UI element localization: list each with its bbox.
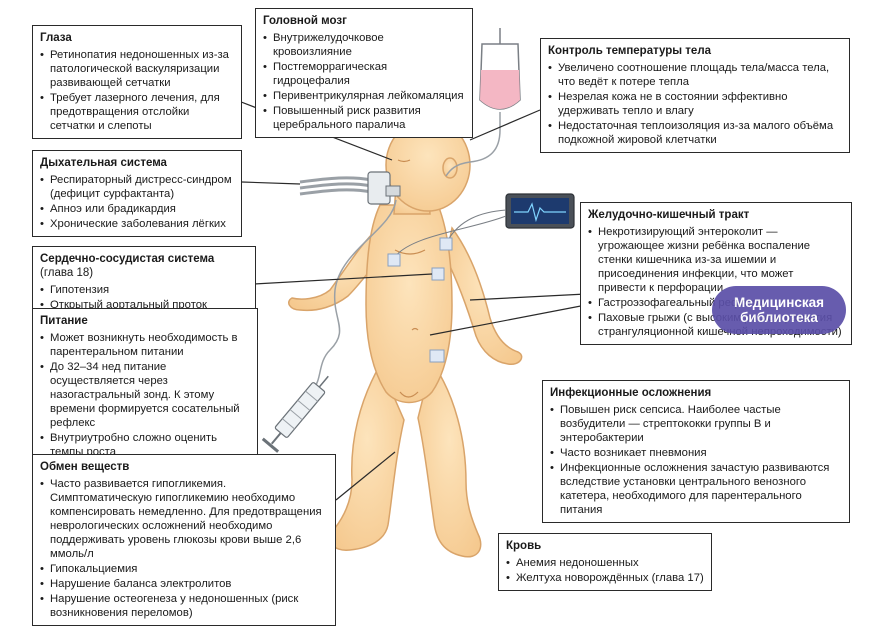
list-item: Желтуха новорождённых (глава 17): [506, 571, 704, 585]
box-respiratory-list: Респираторный дистресс-синдром (дефицит …: [40, 173, 234, 231]
box-respiratory-title: Дыхательная система: [40, 157, 167, 169]
list-item: Повышен риск сепсиса. Наиболее частые во…: [550, 403, 842, 445]
list-item: Перивентрикулярная лейкомаляция: [263, 89, 465, 103]
list-item: До 32–34 нед питание осуществляется чере…: [40, 360, 250, 430]
list-item: Часто возникает пневмония: [550, 446, 842, 460]
ventilator-mouthpiece: [385, 185, 401, 197]
baby-right-leg: [417, 360, 482, 558]
box-infection-title: Инфекционные осложнения: [550, 387, 712, 399]
box-metabolism-title: Обмен веществ: [40, 461, 130, 473]
monitor-lead-wire-2: [393, 215, 507, 259]
baby-details: [394, 159, 426, 398]
leader-temperature: [469, 109, 541, 141]
box-temperature-list: Увеличено соотношение площадь тела/масса…: [548, 61, 842, 147]
watermark-badge: Медицинская библиотека: [712, 286, 846, 334]
box-temperature-title: Контроль температуры тела: [548, 45, 712, 57]
electrode-2: [387, 253, 401, 267]
electrode-1: [439, 237, 453, 251]
iv-line: [445, 112, 501, 177]
iv-fluid: [480, 70, 520, 109]
box-eyes-list: Ретинопатия недоношенных из-за патологич…: [40, 48, 234, 133]
list-item: Недостаточная теплоизоляция из-за малого…: [548, 119, 842, 147]
list-item: Хронические заболевания лёгких: [40, 217, 234, 231]
list-item: Постгеморрагическая гидроцефалия: [263, 60, 465, 88]
electrode-4: [429, 349, 445, 363]
leader-cardio: [253, 273, 433, 285]
box-metabolism-list: Часто развивается гипогликемия. Симптома…: [40, 477, 328, 620]
electrode-3: [431, 267, 445, 281]
list-item: Увеличено соотношение площадь тела/масса…: [548, 61, 842, 89]
box-respiratory: Дыхательная система Респираторный дистре…: [32, 150, 242, 237]
box-blood-title: Кровь: [506, 540, 542, 552]
heart-monitor-screen: [511, 198, 569, 224]
box-cardio-title: Сердечно-сосудистая система (глава 18): [40, 252, 248, 280]
list-item: Некротизирующий энтероколит — угрожающее…: [588, 225, 844, 295]
list-item: Гипотензия: [40, 283, 248, 297]
baby-figure: [288, 118, 523, 558]
baby-right-arm: [445, 226, 523, 365]
feeding-tube: [313, 199, 397, 389]
box-brain-list: Внутрижелудочковое кровоизлияние Постгем…: [263, 31, 465, 132]
heart-monitor-trace: [514, 202, 566, 223]
list-item: Гипокальциемия: [40, 562, 328, 576]
box-cardio-title-text: Сердечно-сосудистая система: [40, 253, 215, 265]
box-blood-list: Анемия недоношенных Желтуха новорождённы…: [506, 556, 704, 585]
leader-gi-1: [469, 293, 587, 301]
box-nutrition-list: Может возникнуть необходимость в паренте…: [40, 331, 250, 459]
list-item: Незрелая кожа не в состоянии эффективно …: [548, 90, 842, 118]
box-metabolism: Обмен веществ Часто развивается гипоглик…: [32, 454, 336, 626]
box-brain-title: Головной мозг: [263, 15, 347, 27]
list-item: Анемия недоношенных: [506, 556, 704, 570]
baby-chest-line: [394, 249, 426, 255]
leader-gi-2: [429, 304, 587, 336]
list-item: Требует лазерного лечения, для предотвра…: [40, 91, 234, 133]
baby-navel: [411, 327, 419, 331]
box-gi-title: Желудочно-кишечный тракт: [588, 209, 750, 221]
list-item: Респираторный дистресс-синдром (дефицит …: [40, 173, 234, 201]
baby-eye: [397, 159, 411, 163]
baby-groin: [399, 391, 419, 398]
syringe: [261, 375, 329, 453]
baby-ear: [442, 157, 458, 179]
leader-respiratory: [241, 181, 301, 185]
box-infection-list: Повышен риск сепсиса. Наиболее частые во…: [550, 403, 842, 517]
list-item: Инфекционные осложнения зачастую развива…: [550, 461, 842, 517]
monitor-lead-wire-1: [447, 209, 507, 241]
list-item: Повышенный риск развития церебрального п…: [263, 104, 465, 132]
box-eyes: Глаза Ретинопатия недоношенных из-за пат…: [32, 25, 242, 139]
box-infection: Инфекционные осложнения Повышен риск сеп…: [542, 380, 850, 523]
list-item: Часто развивается гипогликемия. Симптома…: [40, 477, 328, 561]
ventilator-tube: [299, 176, 373, 196]
box-cardio-note: (глава 18): [40, 267, 94, 279]
box-temperature: Контроль температуры тела Увеличено соот…: [540, 38, 850, 153]
list-item: Ретинопатия недоношенных из-за патологич…: [40, 48, 234, 90]
box-blood: Кровь Анемия недоношенных Желтуха новоро…: [498, 533, 712, 591]
list-item: Может возникнуть необходимость в паренте…: [40, 331, 250, 359]
leader-metabolism: [335, 451, 396, 501]
list-item: Нарушение баланса электролитов: [40, 577, 328, 591]
box-brain: Головной мозг Внутрижелудочковое кровоиз…: [255, 8, 473, 138]
box-nutrition: Питание Может возникнуть необходимость в…: [32, 308, 258, 465]
list-item: Внутрижелудочковое кровоизлияние: [263, 31, 465, 59]
list-item: Апноэ или брадикардия: [40, 202, 234, 216]
box-nutrition-title: Питание: [40, 315, 88, 327]
box-eyes-title: Глаза: [40, 32, 72, 44]
list-item: Нарушение остеогенеза у недоношенных (ри…: [40, 592, 328, 620]
